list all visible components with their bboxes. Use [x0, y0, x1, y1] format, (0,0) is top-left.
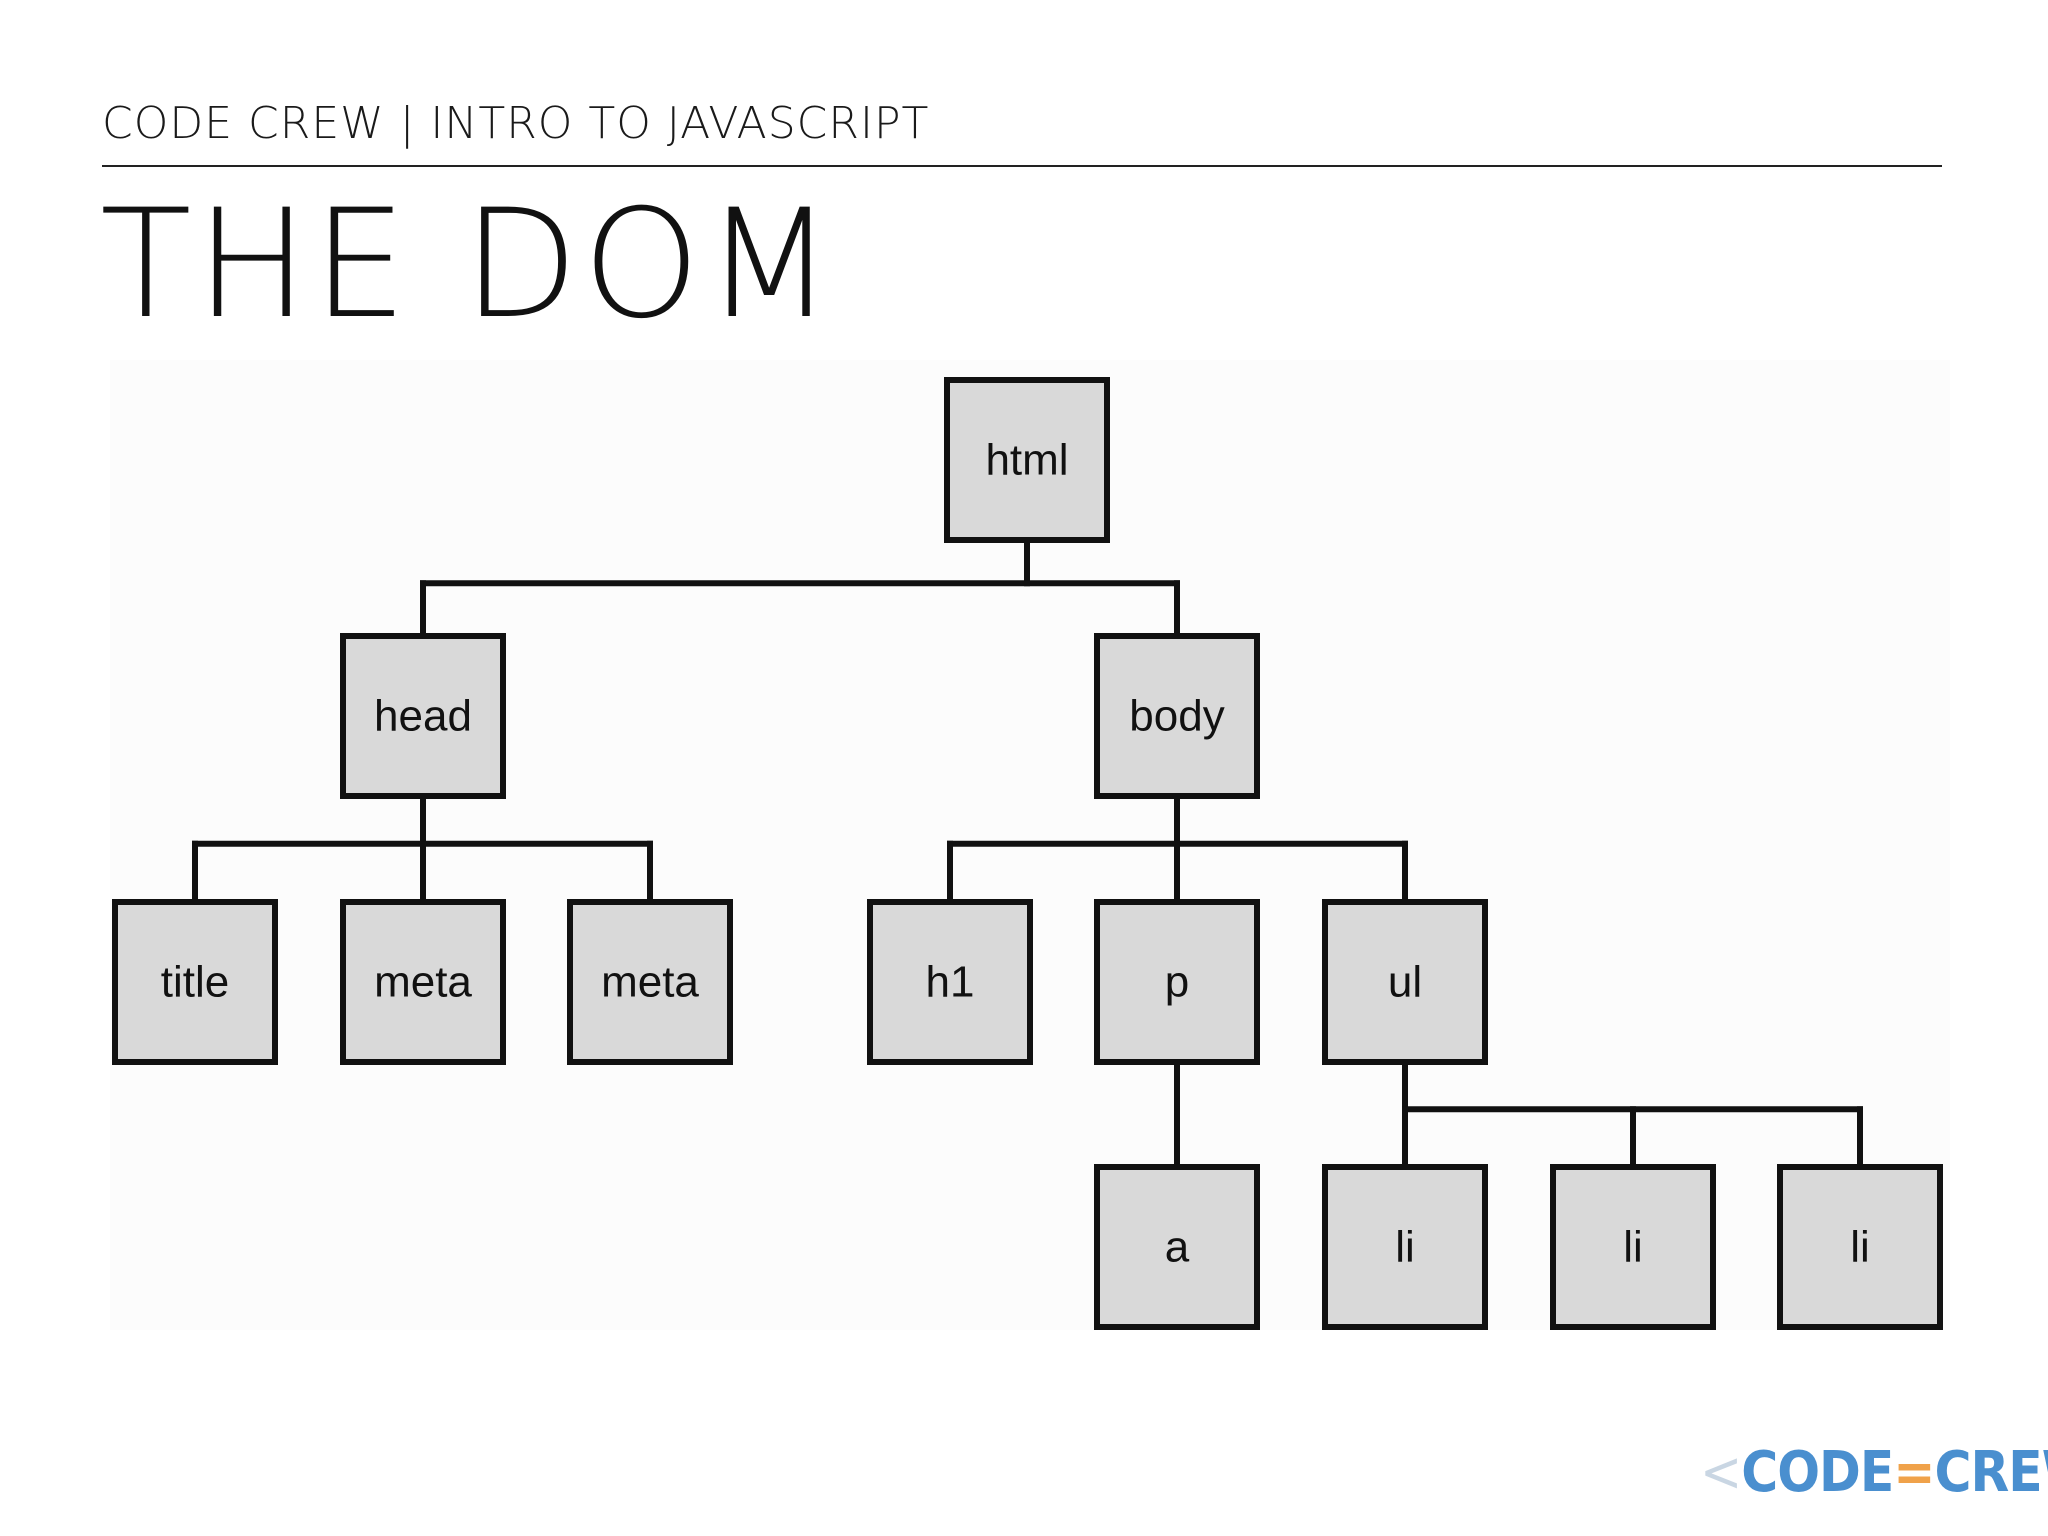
- node-label-meta1: meta: [374, 958, 472, 1007]
- node-box-a: [1094, 1164, 1260, 1330]
- tree-node-h1: h1: [867, 899, 1033, 1065]
- node-label-html: html: [985, 436, 1068, 485]
- node-box-li2: [1550, 1164, 1716, 1330]
- node-box-meta2: [567, 899, 733, 1065]
- tree-connectors: [192, 537, 1863, 1170]
- tree-node-meta1: meta: [340, 899, 506, 1065]
- node-box-title: [112, 899, 278, 1065]
- node-label-meta2: meta: [601, 958, 699, 1007]
- dom-tree-diagram: html head body title meta meta h1 p ul a li li li: [110, 360, 1950, 1330]
- tree-node-a: a: [1094, 1164, 1260, 1330]
- node-box-li1: [1322, 1164, 1488, 1330]
- node-box-h1: [867, 899, 1033, 1065]
- course-header: CODE CREW | INTRO TO JAVASCRIPT: [102, 98, 930, 149]
- node-label-h1: h1: [926, 958, 975, 1007]
- tree-node-li2: li: [1550, 1164, 1716, 1330]
- slide-title: THE DOM: [100, 178, 838, 352]
- tree-node-head: head: [340, 633, 506, 799]
- node-label-body: body: [1129, 692, 1224, 741]
- node-box-head: [340, 633, 506, 799]
- node-box-body: [1094, 633, 1260, 799]
- node-box-meta1: [340, 899, 506, 1065]
- tree-node-title: title: [112, 899, 278, 1065]
- node-box-html: [944, 377, 1110, 543]
- node-label-ul: ul: [1388, 958, 1422, 1007]
- header-divider: [102, 165, 1942, 167]
- tree-node-li1: li: [1322, 1164, 1488, 1330]
- tree-node-p: p: [1094, 899, 1260, 1065]
- node-label-title: title: [161, 958, 229, 1007]
- tree-node-html: html: [944, 377, 1110, 543]
- node-label-li2: li: [1623, 1223, 1643, 1272]
- node-label-li1: li: [1395, 1223, 1415, 1272]
- tree-node-li3: li: [1777, 1164, 1943, 1330]
- node-label-p: p: [1165, 958, 1189, 1007]
- logo-word-crew: CREW: [1934, 1440, 2048, 1505]
- tree-node-body: body: [1094, 633, 1260, 799]
- dom-tree-svg: html head body title meta meta h1 p ul a li li li: [110, 360, 1950, 1330]
- node-label-a: a: [1165, 1223, 1190, 1272]
- node-label-head: head: [374, 692, 472, 741]
- tree-node-meta2: meta: [567, 899, 733, 1065]
- logo-word-code: CODE: [1741, 1440, 1894, 1505]
- node-label-li3: li: [1850, 1223, 1870, 1272]
- node-box-li3: [1777, 1164, 1943, 1330]
- node-box-p: [1094, 899, 1260, 1065]
- tree-node-ul: ul: [1322, 899, 1488, 1065]
- node-box-ul: [1322, 899, 1488, 1065]
- logo-left-bracket: <: [1700, 1440, 1742, 1505]
- logo-equals: =: [1893, 1440, 1935, 1505]
- code-crew-logo: <CODE=CREW>: [1700, 1440, 2048, 1505]
